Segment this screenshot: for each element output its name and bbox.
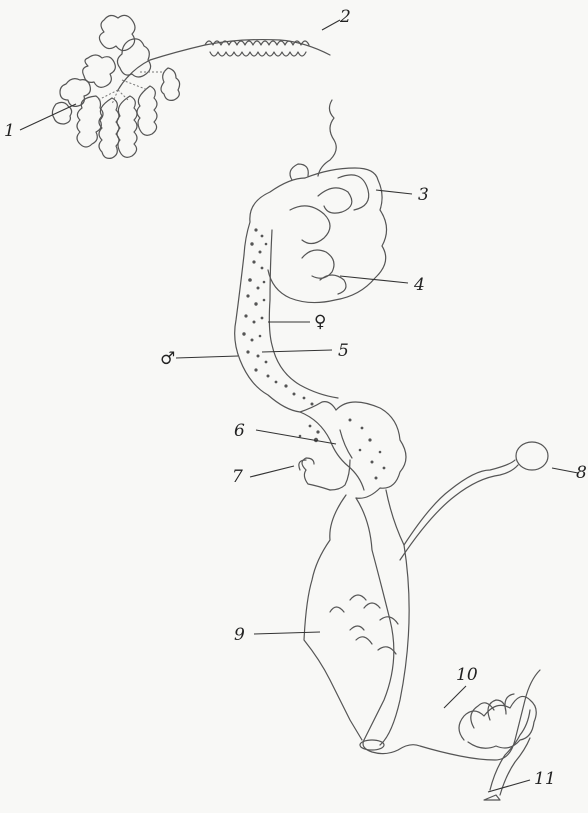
label-8: 8 (576, 463, 587, 483)
reproductive-tract (235, 100, 548, 800)
leader-8 (552, 468, 578, 473)
leader-11 (488, 780, 530, 792)
label-6: 6 (234, 421, 245, 441)
labels: 1 2 3 4 ♀ ♂ 5 6 7 8 9 10 11 (4, 7, 587, 789)
label-5: 5 (338, 341, 349, 361)
leader-9 (254, 632, 320, 634)
leader-2 (322, 20, 340, 30)
label-9: 9 (234, 625, 245, 645)
leader-male (176, 356, 238, 358)
label-1: 1 (4, 121, 15, 141)
label-7: 7 (232, 467, 243, 487)
label-male: ♂ (160, 349, 175, 369)
label-female: ♀ (314, 312, 326, 332)
leader-1 (20, 104, 76, 130)
label-10: 10 (456, 665, 478, 685)
leader-6 (256, 430, 336, 444)
label-3: 3 (418, 185, 429, 205)
label-2: 2 (339, 7, 351, 27)
leader-4 (340, 276, 408, 283)
label-4: 4 (413, 275, 425, 295)
leader-5 (262, 350, 332, 352)
leader-lines (20, 20, 578, 792)
leader-7 (250, 466, 294, 477)
leader-10 (444, 686, 466, 708)
branched-lobed-organ (52, 15, 330, 158)
stippling (242, 228, 385, 479)
label-11: 11 (534, 769, 556, 789)
